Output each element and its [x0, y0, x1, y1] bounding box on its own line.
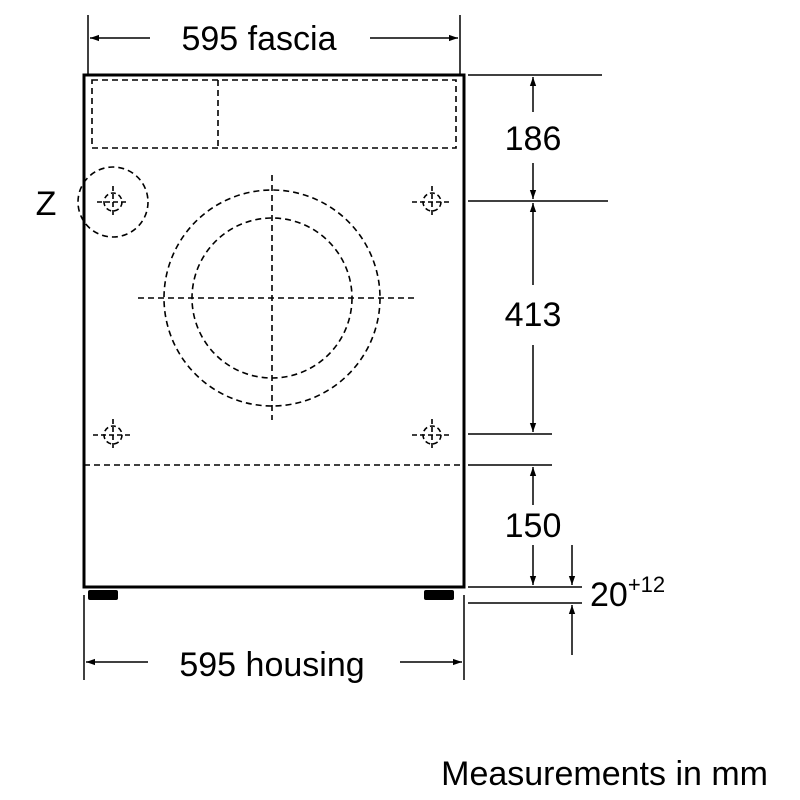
hidden-lines: [77, 79, 464, 466]
fixing-point-top-right: [412, 186, 452, 218]
dimension-arrows: [86, 34, 576, 666]
housing-width-label: 595 housing: [179, 646, 364, 684]
dimension-labels: 595 fascia 595 housing 186 413 150 20+12…: [36, 20, 768, 793]
fixing-point-bottom-left: [93, 419, 133, 451]
drum-section-height-label: 413: [505, 296, 562, 334]
measurement-units-note: Measurements in mm: [441, 755, 768, 793]
fixing-points: [93, 186, 452, 451]
bottom-section-height-label: 150: [505, 507, 562, 545]
fixing-point-top-left: [97, 186, 129, 218]
extension-lines: [83, 15, 608, 680]
foot-right: [424, 590, 454, 600]
appliance-housing: [82, 73, 466, 589]
detail-z-circle: [77, 166, 149, 238]
fixing-point-bottom-right: [412, 419, 452, 451]
top-panel-height-label: 186: [505, 120, 562, 158]
fascia-width-label: 595 fascia: [181, 20, 336, 58]
foot-left: [88, 590, 118, 600]
detail-z-label: Z: [36, 185, 57, 223]
appliance-outline: [82, 73, 466, 600]
control-panel-outline: [91, 79, 457, 149]
foot-adjustment-label: 20+12: [590, 572, 665, 614]
